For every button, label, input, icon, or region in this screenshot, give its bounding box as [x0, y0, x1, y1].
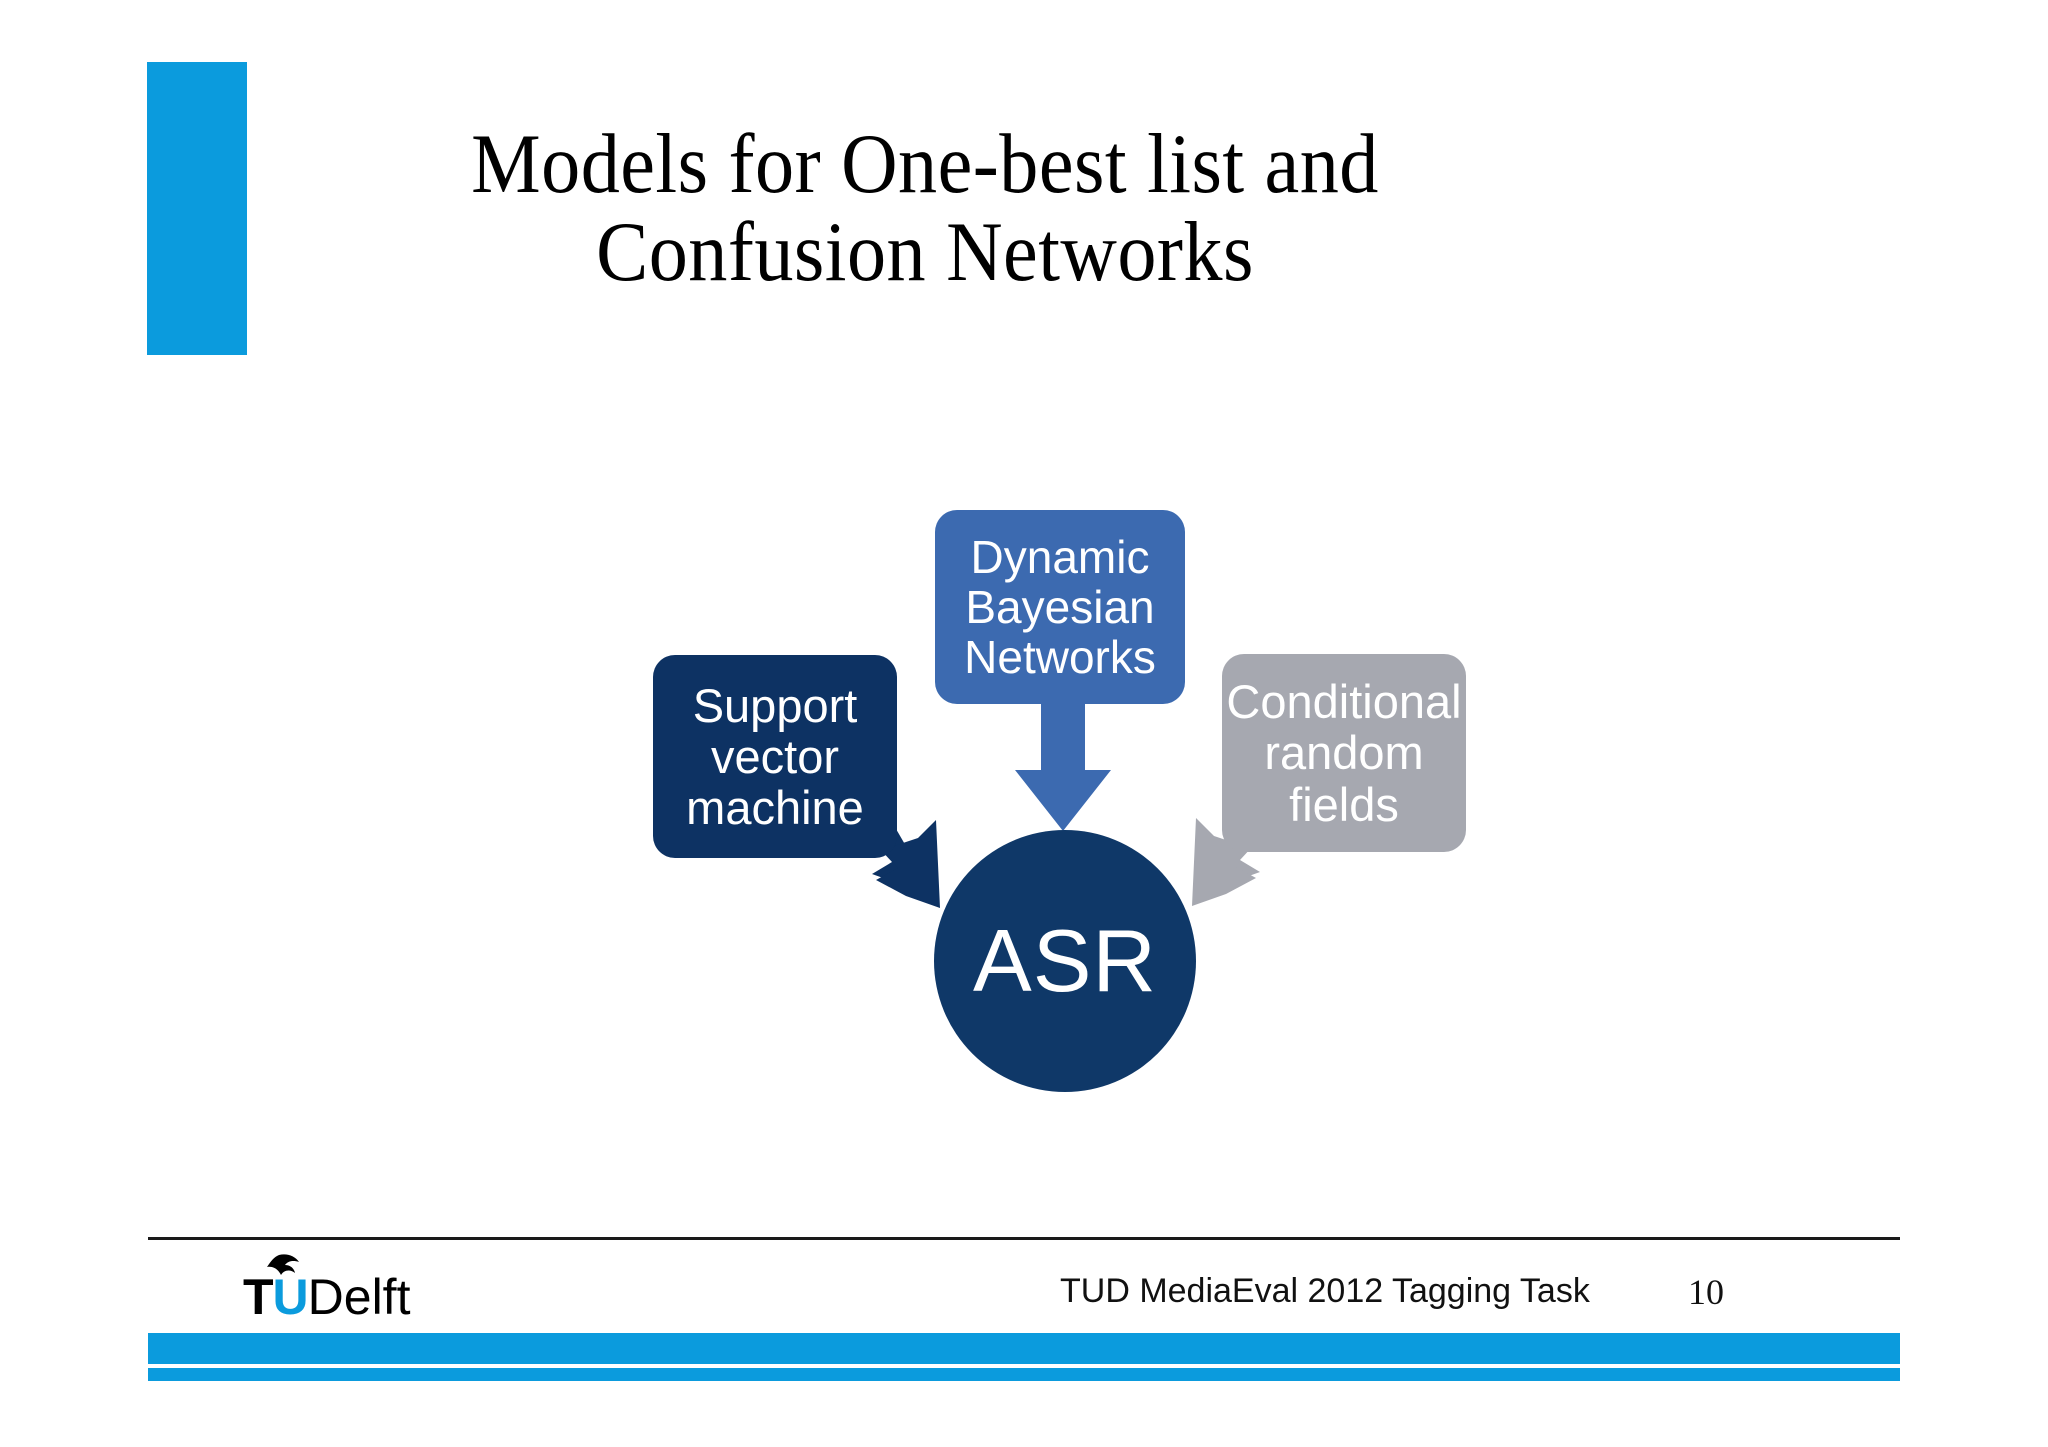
node-conditional-random-fields[interactable]: Conditional random fields	[1222, 654, 1466, 852]
arrow-down-icon	[1015, 700, 1111, 831]
logo-letter-t: T	[243, 1269, 274, 1325]
footer-title: TUD MediaEval 2012 Tagging Task	[1060, 1272, 1590, 1310]
page-title: Models for One-best list and Confusion N…	[471, 117, 1379, 300]
node-support-vector-machine[interactable]: Support vector machine	[653, 655, 897, 858]
curved-arrow-down-right-icon	[864, 800, 940, 908]
page-number: 10	[1688, 1272, 1724, 1312]
tudelft-wordmark: TUDelft	[243, 1268, 410, 1326]
title-accent-bar	[147, 62, 247, 355]
node-asr-circle[interactable]: ASR	[934, 830, 1196, 1092]
footer-bar-thick	[148, 1333, 1900, 1364]
tudelft-logo	[243, 1252, 443, 1324]
curved-arrow-down-left-icon	[1192, 798, 1268, 906]
logo-letter-u: U	[272, 1269, 309, 1325]
footer-divider	[148, 1237, 1900, 1240]
node-dynamic-bayesian-networks[interactable]: Dynamic Bayesian Networks	[935, 510, 1185, 704]
logo-word-delft: Delft	[307, 1269, 411, 1325]
footer-bar-thin	[148, 1368, 1900, 1381]
flame-icon	[267, 1254, 299, 1275]
